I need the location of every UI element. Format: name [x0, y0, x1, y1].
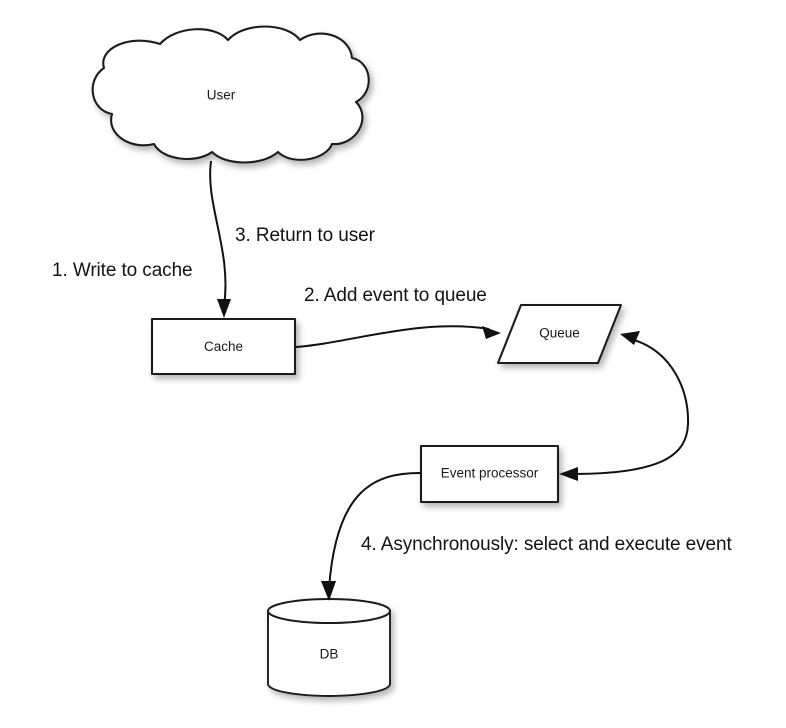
step-label-4: 4. Asynchronously: select and execute ev… [361, 534, 732, 555]
node-cache[interactable]: Cache [150, 317, 297, 376]
node-user[interactable]: User [91, 25, 370, 164]
step-label-1: 1. Write to cache [52, 260, 193, 281]
node-event-processor-label: Event processor [441, 466, 539, 481]
node-user-label: User [207, 88, 236, 103]
node-queue[interactable]: Queue [496, 303, 623, 365]
node-cache-label: Cache [204, 339, 243, 354]
node-db-label: DB [320, 647, 339, 662]
step-label-2: 2. Add event to queue [304, 285, 487, 306]
node-event-processor[interactable]: Event processor [419, 444, 560, 504]
edge-event-processor-to-db [321, 472, 421, 601]
step-label-3: 3. Return to user [235, 225, 375, 246]
edge-queue-event-processor-loop [559, 331, 690, 481]
edge-cache-to-queue [295, 325, 501, 348]
node-queue-label: Queue [539, 326, 580, 341]
node-db[interactable]: DB [267, 598, 391, 697]
edge-user-to-cache [209, 160, 231, 318]
